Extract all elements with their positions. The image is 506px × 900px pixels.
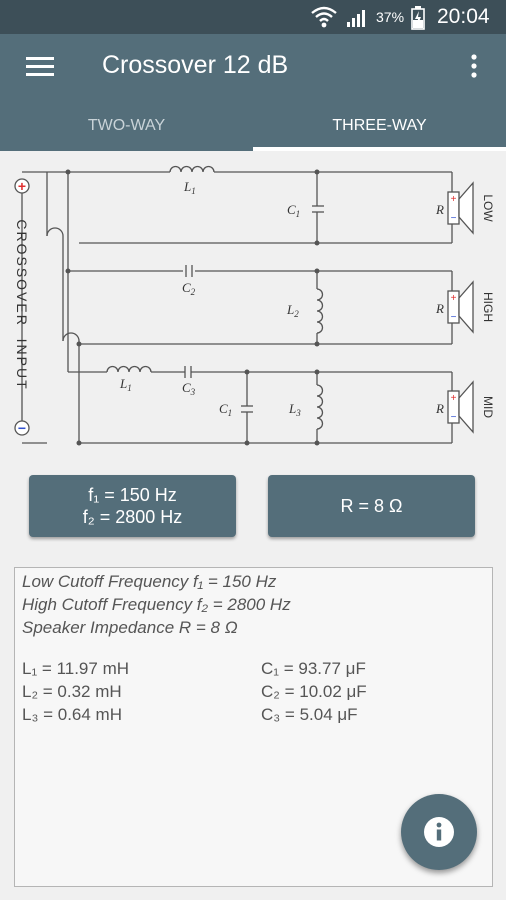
resistance-button[interactable]: R = 8 Ω <box>268 475 475 537</box>
hamburger-menu-icon[interactable] <box>26 54 54 78</box>
svg-text:−: − <box>451 213 457 224</box>
frequency-f1-label: f₁ = 150 Hz <box>88 485 177 505</box>
impedance-text: Speaker Impedance R = 8 Ω <box>22 618 238 637</box>
l2-value: L₂ = 0.32 mH <box>22 682 122 701</box>
label-low-resistor: R <box>435 202 444 217</box>
label-low-inductor: L1 <box>183 179 196 196</box>
tab-indicator <box>253 147 506 151</box>
svg-text:+: + <box>451 194 457 205</box>
tab-bar: TWO-WAY THREE-WAY <box>0 100 506 151</box>
minus-symbol: − <box>18 420 26 436</box>
negative-terminal: − <box>14 420 30 436</box>
label-mid-inductor-3: L3 <box>288 401 301 418</box>
speaker-mid-label: MID <box>481 396 495 418</box>
l1-value: L₁ = 11.97 mH <box>22 659 130 678</box>
c3-value: C₃ = 5.04 μF <box>261 705 358 724</box>
wifi-icon <box>311 6 337 28</box>
label-mid-capacitor-3: C3 <box>182 380 196 397</box>
label-high-capacitor: C2 <box>182 280 196 297</box>
svg-text:−: − <box>451 312 457 323</box>
tab-three-way[interactable]: THREE-WAY <box>332 117 427 134</box>
low-cutoff-text: Low Cutoff Frequency f₁ = 150 Hz <box>22 572 277 591</box>
clock: 20:04 <box>437 5 490 28</box>
resistance-label: R = 8 Ω <box>340 496 403 516</box>
label-mid-resistor: R <box>435 401 444 416</box>
more-vert-icon[interactable] <box>466 52 482 82</box>
l3-value: L₃ = 0.64 mH <box>22 705 122 724</box>
plus-symbol: + <box>18 178 26 194</box>
app-bar: Crossover 12 dB <box>0 34 506 100</box>
speaker-high-icon: + − <box>447 280 474 334</box>
info-fab-button[interactable] <box>401 794 477 870</box>
speaker-high-label: HIGH <box>481 292 495 322</box>
tab-two-way[interactable]: TWO-WAY <box>87 117 166 134</box>
crossover-circuit-diagram: + − CROSSOVER INPUT L1 C1 R C2 L2 R L1 C… <box>14 165 495 446</box>
speaker-mid-icon: + − <box>447 380 474 434</box>
frequency-f2-label: f₂ = 2800 Hz <box>82 507 183 527</box>
label-high-resistor: R <box>435 301 444 316</box>
svg-text:−: − <box>451 412 457 423</box>
info-icon <box>424 817 454 847</box>
label-mid-capacitor-1: C1 <box>219 401 232 418</box>
label-mid-inductor-1: L1 <box>119 376 132 393</box>
svg-text:+: + <box>451 293 457 304</box>
speaker-low-icon: + − <box>447 181 474 235</box>
app-title: Crossover 12 dB <box>102 51 289 79</box>
label-high-inductor: L2 <box>286 302 299 319</box>
status-bar: 37% 20:04 <box>0 0 506 34</box>
c2-value: C₂ = 10.02 μF <box>261 682 367 701</box>
cell-signal-icon <box>347 10 365 27</box>
svg-text:+: + <box>451 393 457 404</box>
battery-percent: 37% <box>376 9 405 25</box>
crossover-input-label: CROSSOVER INPUT <box>14 219 30 390</box>
label-low-capacitor: C1 <box>287 202 300 219</box>
high-cutoff-text: High Cutoff Frequency f₂ = 2800 Hz <box>22 595 291 614</box>
battery-charging-icon <box>411 6 425 30</box>
speaker-low-label: LOW <box>481 194 495 222</box>
positive-terminal: + <box>14 178 30 194</box>
frequency-button[interactable]: f₁ = 150 Hz f₂ = 2800 Hz <box>29 475 236 537</box>
c1-value: C₁ = 93.77 μF <box>261 659 366 678</box>
